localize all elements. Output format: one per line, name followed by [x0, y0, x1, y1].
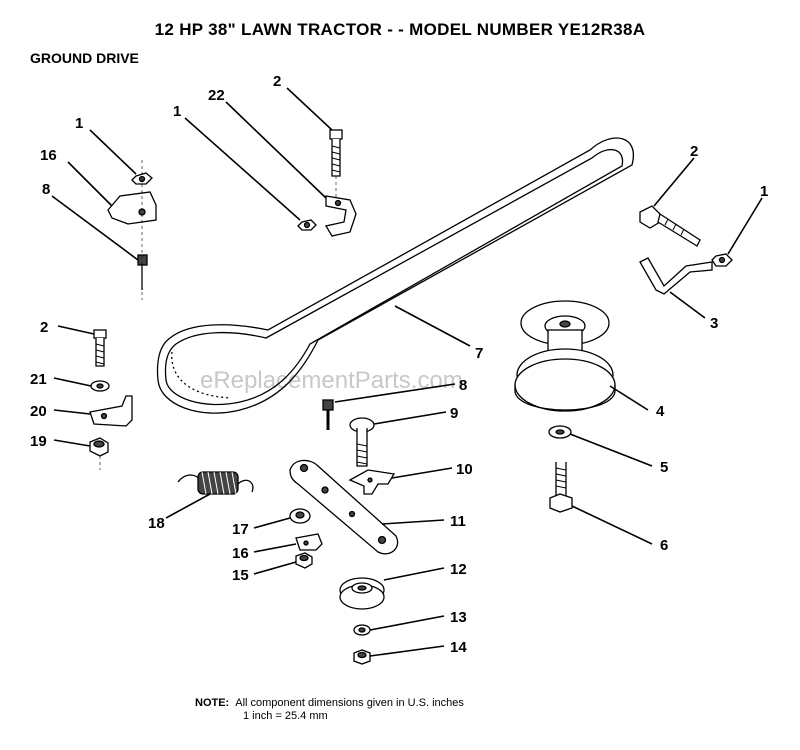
callout-21: 21	[30, 371, 47, 388]
bolt-2a[interactable]	[329, 129, 343, 200]
callout-4: 4	[656, 403, 665, 420]
callout-16b: 16	[232, 545, 249, 562]
callout-13: 13	[450, 609, 467, 626]
callout-17: 17	[232, 521, 249, 538]
callout-12: 12	[450, 561, 467, 578]
bracket-16b[interactable]	[295, 533, 323, 551]
callout-1b: 1	[173, 103, 181, 120]
callout-19: 19	[30, 433, 47, 450]
watermark: eReplacementParts.com	[200, 367, 463, 394]
callout-8b: 8	[459, 377, 467, 394]
leader-lines	[51, 87, 763, 657]
drive-belt[interactable]	[156, 137, 635, 414]
section-title: GROUND DRIVE	[30, 50, 139, 66]
parts-diagram: eReplacementParts.com	[30, 73, 768, 665]
callout-14: 14	[450, 639, 467, 656]
callout-9: 9	[450, 405, 458, 422]
spacer-17[interactable]	[289, 508, 311, 524]
callout-2a: 2	[273, 73, 281, 90]
callout-6: 6	[660, 537, 668, 554]
callout-7: 7	[475, 345, 483, 362]
callout-22: 22	[208, 87, 225, 104]
callout-15: 15	[232, 567, 249, 584]
nut-1c[interactable]	[711, 253, 733, 267]
idler-arm-11[interactable]	[289, 459, 399, 555]
idler-pulley-12[interactable]	[339, 577, 385, 610]
washer-21[interactable]	[90, 380, 110, 392]
callout-5: 5	[660, 459, 668, 476]
bracket-10[interactable]	[348, 469, 396, 495]
bracket-16a[interactable]	[107, 191, 157, 225]
callout-2c: 2	[40, 319, 48, 336]
bolt-2b[interactable]	[639, 205, 701, 247]
washer-5[interactable]	[548, 425, 572, 439]
note-line1: All component dimensions given in U.S. i…	[235, 697, 464, 709]
pulley-4[interactable]	[514, 300, 616, 412]
callout-16a: 16	[40, 147, 57, 164]
nut-14[interactable]	[353, 649, 371, 665]
bracket-20[interactable]	[89, 395, 133, 427]
note-line2: 1 inch = 25.4 mm	[243, 710, 328, 722]
dimension-note: NOTE: All component dimensions given in U…	[195, 697, 464, 723]
page-title: 12 HP 38" LAWN TRACTOR - - MODEL NUMBER …	[154, 20, 646, 39]
bolt-2c[interactable]	[93, 329, 107, 367]
callout-2b: 2	[690, 143, 698, 160]
callout-1c: 1	[760, 183, 768, 200]
nut-1b[interactable]	[297, 219, 317, 231]
washer-13[interactable]	[353, 624, 371, 636]
bolt-6[interactable]	[549, 462, 573, 513]
callout-11: 11	[450, 513, 466, 530]
spring-18[interactable]	[177, 471, 254, 495]
callout-3: 3	[710, 315, 718, 332]
bolt-8b[interactable]	[322, 399, 334, 430]
nut-15[interactable]	[295, 552, 313, 569]
callout-1a: 1	[75, 115, 83, 132]
nut-19[interactable]	[89, 437, 109, 470]
bracket-22[interactable]	[324, 195, 357, 237]
callout-10: 10	[456, 461, 473, 478]
callout-18: 18	[148, 515, 165, 532]
callout-20: 20	[30, 403, 47, 420]
carriage-bolt-9[interactable]	[349, 417, 375, 467]
note-label: NOTE:	[195, 697, 230, 709]
bracket-3[interactable]	[639, 257, 713, 295]
callout-8a: 8	[42, 181, 50, 198]
